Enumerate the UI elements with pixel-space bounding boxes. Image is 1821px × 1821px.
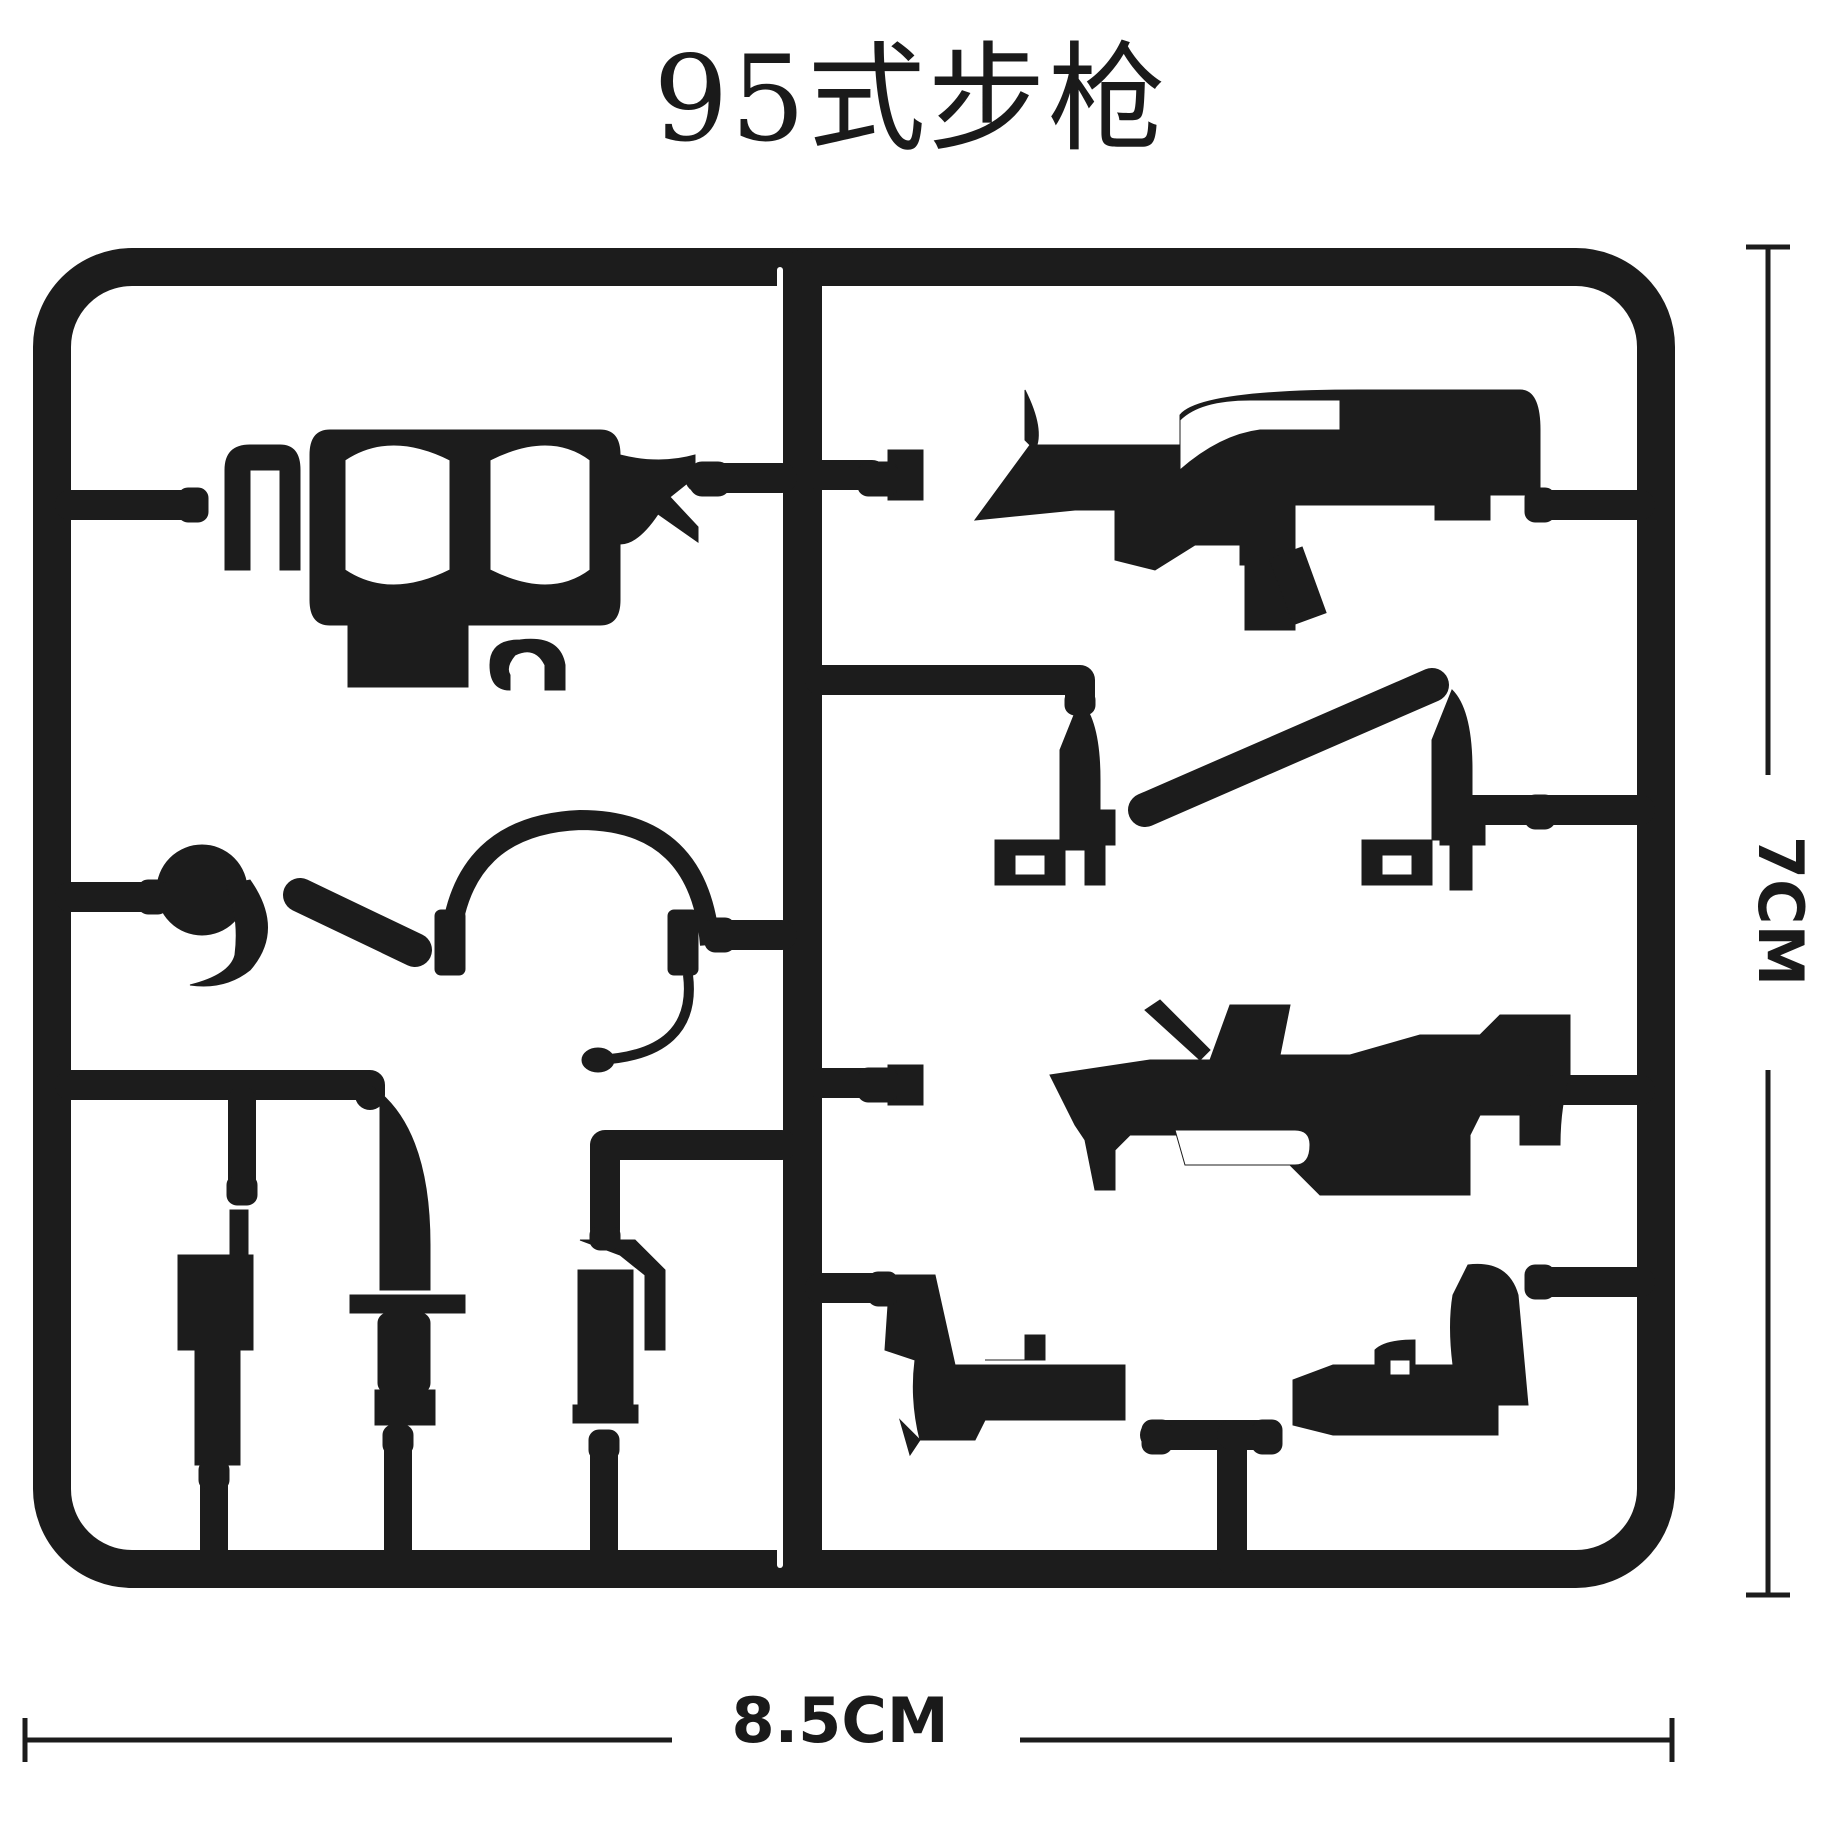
- baton: [1128, 668, 1449, 827]
- product-title: 95式步枪: [653, 30, 1168, 168]
- sprue-frame: [33, 248, 1675, 1588]
- walkie-talkie: [177, 1209, 254, 1466]
- width-dimension-label: 8.5CM: [731, 1684, 949, 1757]
- type-95-rifle: [887, 389, 1541, 631]
- bayonet-left: [994, 699, 1116, 886]
- grenade-launcher: [887, 999, 1571, 1196]
- pistol-right: [1292, 1263, 1529, 1436]
- headset-microphone: [156, 809, 720, 1073]
- height-dimension-label: 7CM: [1744, 835, 1817, 987]
- holster-tool: [572, 1239, 666, 1424]
- gate-nubs: [137, 461, 1556, 1491]
- dimension-lines: [22, 244, 1790, 1762]
- helmet-visor-accessory: [224, 429, 699, 691]
- pistol-left: [884, 1274, 1126, 1457]
- bayonet-right: [1361, 689, 1486, 891]
- combat-knife: [349, 1084, 466, 1426]
